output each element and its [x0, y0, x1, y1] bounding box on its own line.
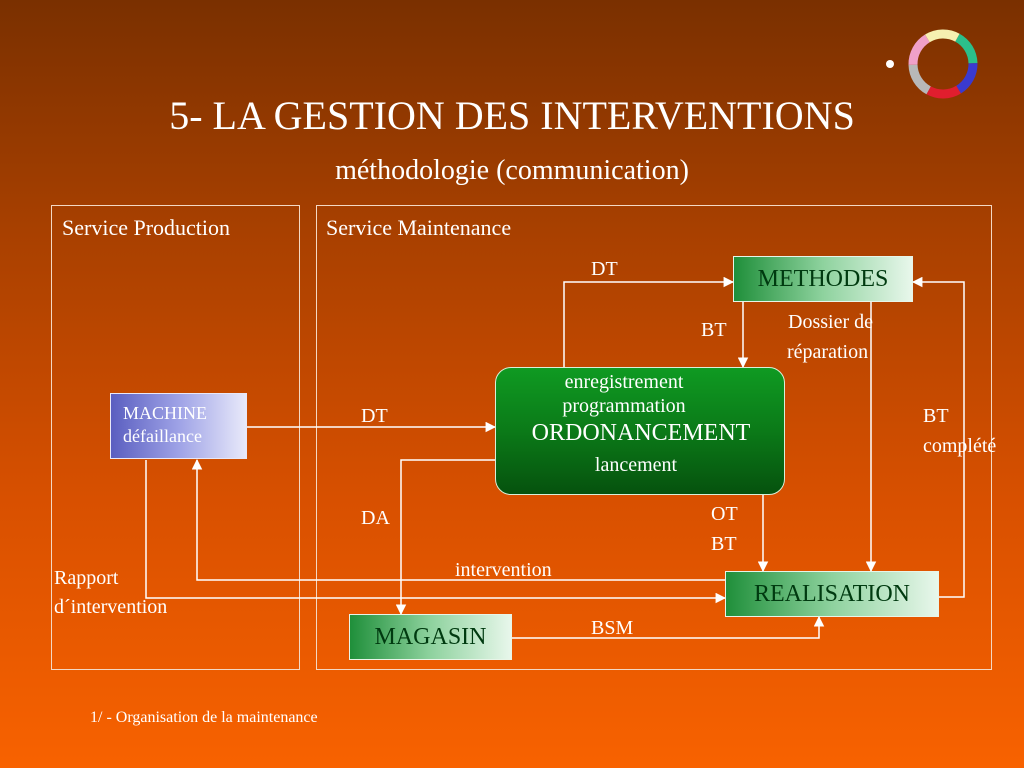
- ordo-lancement: lancement: [594, 454, 678, 476]
- machine-label: MACHINE: [123, 403, 207, 423]
- label-da: DA: [361, 507, 390, 529]
- logo-segment: [926, 85, 961, 99]
- label-ot: OT: [711, 503, 738, 525]
- arrow-magasin-to-realisation: [512, 615, 825, 639]
- machine-box: MACHINE défaillance: [110, 393, 247, 459]
- label-rapport-line1: Rapport: [54, 567, 119, 589]
- production-panel-title: Service Production: [62, 215, 231, 240]
- logo-segment: [908, 64, 932, 95]
- label-rapport-line2: d´intervention: [54, 596, 168, 618]
- magasin-box: MAGASIN: [349, 614, 512, 660]
- label-bt-complete-line2: complété: [923, 435, 997, 457]
- ordo-programmation: programmation: [562, 395, 686, 417]
- arrow-ordo-to-magasin: [395, 459, 495, 616]
- realisation-box: REALISATION: [725, 571, 939, 617]
- ordo-title: ORDONANCEMENT: [531, 420, 751, 446]
- machine-failure-label: défaillance: [123, 426, 202, 447]
- label-bsm: BSM: [591, 617, 634, 639]
- logo-segment: [908, 34, 930, 65]
- logo-dot: [886, 60, 894, 68]
- label-bt-top: BT: [701, 319, 727, 341]
- ordo-enregistrement: enregistrement: [564, 371, 684, 393]
- logo-ring-icon: [886, 29, 978, 99]
- maintenance-panel-title: Service Maintenance: [326, 215, 512, 240]
- footer-note: 1/ - Organisation de la maintenance: [90, 709, 318, 726]
- arrow-machine-to-realisation: [145, 460, 727, 604]
- label-bt-complete-line1: BT: [923, 405, 949, 427]
- arrow-realisation-to-machine: [191, 458, 725, 581]
- ordonnancement-box: enregistrement programmation ORDONANCEME…: [495, 367, 785, 495]
- arrow-realisation-to-methodes: [911, 276, 965, 598]
- label-bt-mid: BT: [711, 533, 737, 555]
- logo-segment: [956, 63, 978, 94]
- logo-segment: [925, 29, 960, 43]
- page-title: 5- LA GESTION DES INTERVENTIONS: [169, 93, 855, 138]
- methodes-box: METHODES: [733, 256, 913, 302]
- production-panel: [51, 205, 300, 670]
- logo-segment: [954, 33, 978, 64]
- label-dt-top: DT: [591, 258, 618, 280]
- label-dt-left: DT: [361, 405, 388, 427]
- arrow-ordo-to-methodes: [563, 276, 735, 367]
- label-dossier-line1: Dossier de: [788, 311, 873, 333]
- label-intervention: intervention: [455, 559, 552, 581]
- page-subtitle: méthodologie (communication): [335, 155, 689, 186]
- label-dossier-line2: réparation: [787, 341, 869, 363]
- maintenance-panel: [316, 205, 992, 670]
